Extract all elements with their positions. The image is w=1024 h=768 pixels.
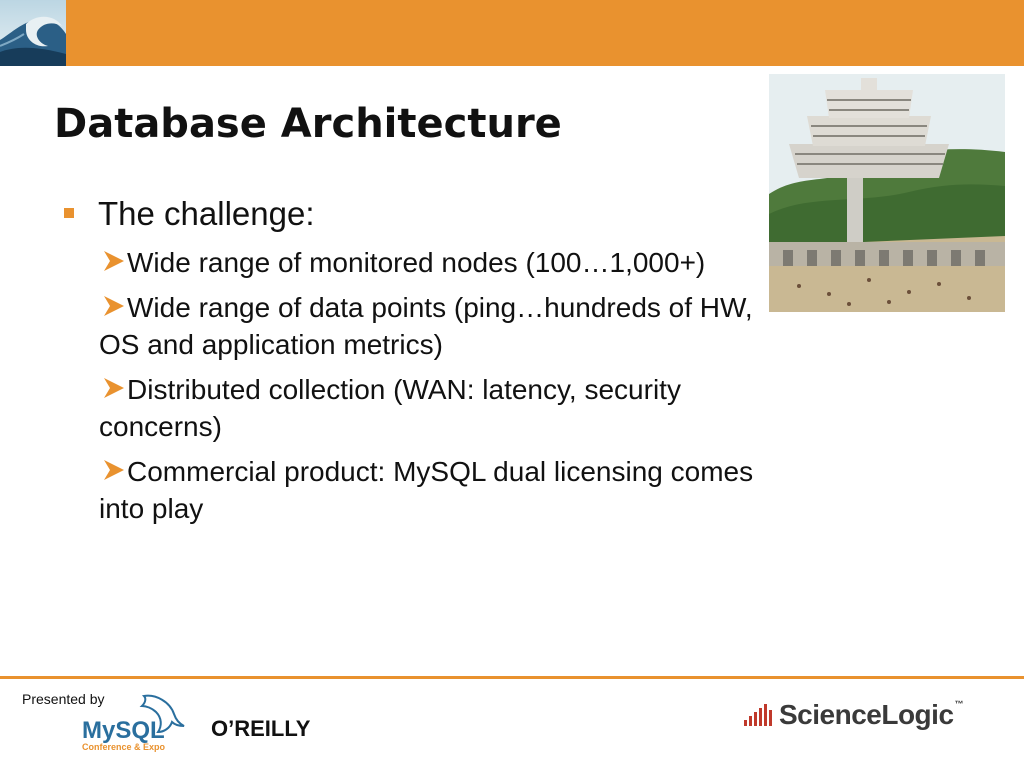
sub-bullet-text: Wide range of data points (ping…hundreds…	[99, 292, 753, 360]
sciencelogic-logo: ScienceLogic™	[744, 699, 963, 731]
arrow-bullet-icon	[104, 460, 124, 480]
footer-divider	[0, 676, 1024, 679]
sub-bullet-text: Wide range of monitored nodes (100…1,000…	[127, 247, 706, 278]
building-photo	[769, 74, 1005, 312]
oreilly-logo: O’REILLY	[211, 716, 311, 741]
signal-bars-icon	[744, 704, 772, 726]
bullet-text: The challenge:	[98, 195, 315, 232]
sub-bullet-text: Distributed collection (WAN: latency, se…	[99, 374, 681, 442]
presented-by-label: Presented by	[22, 691, 105, 707]
arrow-bullet-icon	[104, 296, 124, 316]
sub-bullet-item: Wide range of monitored nodes (100…1,000…	[99, 244, 790, 281]
slide-content: The challenge: Wide range of monitored n…	[60, 192, 790, 535]
dolphin-icon	[139, 694, 185, 734]
bullet-item: The challenge:	[60, 192, 790, 236]
sub-bullet-item: Commercial product: MySQL dual licensing…	[99, 453, 790, 527]
sub-bullet-text: Commercial product: MySQL dual licensing…	[99, 456, 754, 524]
mysql-wordmark: MySQL	[82, 717, 165, 744]
arrow-bullet-icon	[104, 251, 124, 271]
sciencelogic-wordmark: ScienceLogic™	[779, 699, 964, 730]
header-bar	[0, 0, 1024, 66]
sub-bullet-list: Wide range of monitored nodes (100…1,000…	[60, 244, 790, 527]
arrow-bullet-icon	[104, 378, 124, 398]
slide-title: Database Architecture	[54, 101, 562, 147]
mysql-tagline: Conference & Expo	[82, 742, 166, 752]
mysql-conference-logo: MySQL Conference & Expo	[82, 694, 185, 752]
ocean-wave-icon	[0, 0, 66, 66]
sub-bullet-item: Distributed collection (WAN: latency, se…	[99, 371, 790, 445]
square-bullet-icon	[64, 208, 74, 218]
sub-bullet-item: Wide range of data points (ping…hundreds…	[99, 289, 790, 363]
